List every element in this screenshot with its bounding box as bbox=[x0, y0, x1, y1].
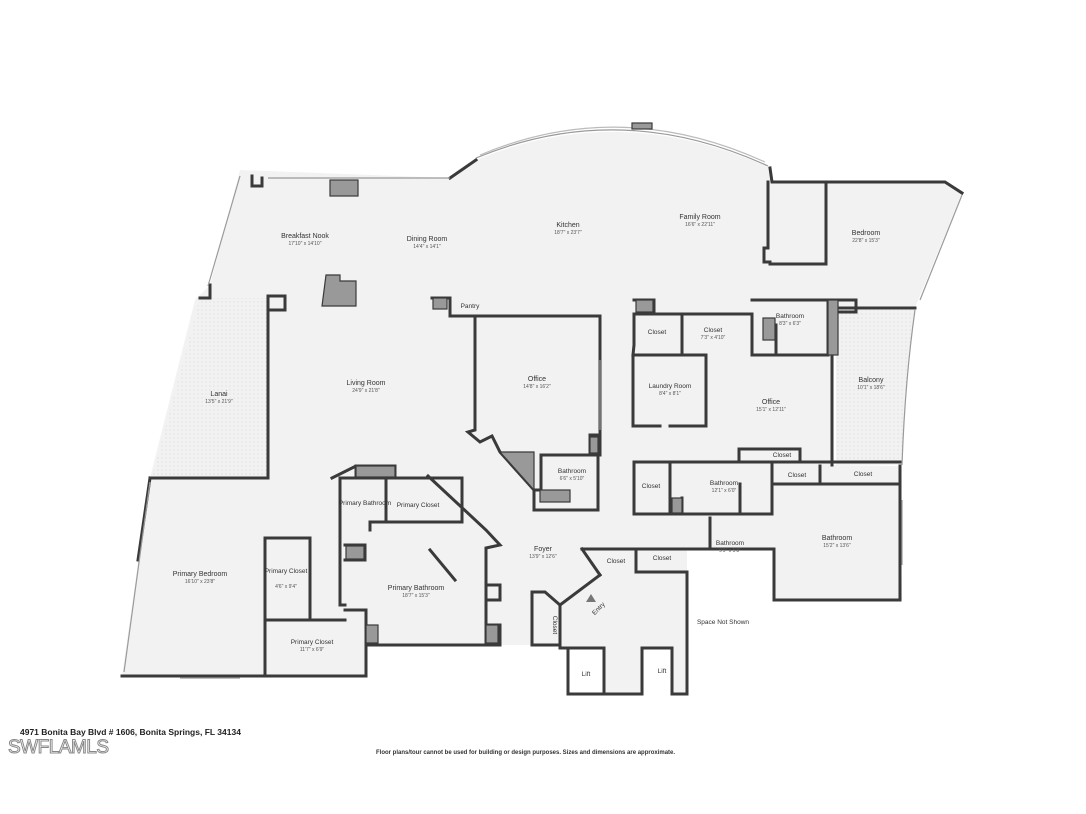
room-name: Space Not Shown bbox=[697, 619, 749, 626]
floor-fill bbox=[122, 131, 962, 694]
room-name: Closet bbox=[653, 555, 672, 562]
walls bbox=[120, 157, 965, 696]
room-dim: 13'5" x 21'9" bbox=[205, 399, 233, 405]
room-dim: 16'10" x 23'8" bbox=[185, 579, 215, 585]
room-dim: 18'7" x 23'7" bbox=[554, 230, 582, 236]
room-name: Primary Bathroom bbox=[339, 500, 391, 507]
room-name: Bedroom bbox=[852, 230, 881, 237]
room-labels: Breakfast Nook 17'10" x 14'10" Dining Ro… bbox=[173, 214, 885, 678]
room-name: Primary Closet bbox=[265, 568, 308, 575]
room-dim: 4'6" x 9'4" bbox=[275, 584, 297, 590]
disclaimer: Floor plans/tour cannot be used for buil… bbox=[376, 750, 676, 756]
room-name: Lift bbox=[582, 671, 591, 678]
room-name: Closet bbox=[551, 616, 558, 635]
room-name: Family Room bbox=[679, 214, 720, 221]
entry-arrow-icon bbox=[586, 594, 596, 602]
room-dim: 11'7" x 6'9" bbox=[300, 647, 324, 653]
room-name: Pantry bbox=[461, 303, 481, 310]
room-dim: 18'7" x 15'3" bbox=[402, 593, 430, 599]
room-dim: 8'3" x 6'3" bbox=[779, 321, 801, 327]
room-name: Laundry Room bbox=[649, 383, 692, 390]
room-dim: 16'6" x 22'11" bbox=[685, 222, 715, 228]
room-dim: 22'8" x 15'3" bbox=[852, 238, 880, 244]
room-name: Primary Bedroom bbox=[173, 571, 228, 578]
room-name: Closet bbox=[704, 327, 723, 334]
room-dim: 6'6" x 5'10" bbox=[560, 476, 585, 482]
room-name: Dining Room bbox=[407, 236, 448, 243]
room-name: Breakfast Nook bbox=[281, 233, 329, 240]
room-name: Kitchen bbox=[556, 222, 579, 229]
room-dim: 12'1" x 6'0" bbox=[712, 488, 737, 494]
room-name: Bathroom bbox=[822, 535, 853, 542]
room-dim: 8'4" x 8'1" bbox=[659, 391, 681, 397]
room-name: Closet bbox=[642, 483, 661, 490]
room-name: Primary Bathroom bbox=[388, 585, 445, 592]
room-name: Closet bbox=[854, 471, 873, 478]
room-name: Living Room bbox=[347, 380, 386, 387]
room-name: Foyer bbox=[534, 546, 553, 553]
room-name: Bathroom bbox=[710, 480, 738, 487]
room-dim: 13'9" x 12'6" bbox=[529, 554, 557, 560]
room-dim: 24'9" x 21'8" bbox=[352, 388, 380, 394]
room-name: Primary Closet bbox=[291, 639, 334, 646]
watermark-logo: SWFLAMLS bbox=[8, 737, 110, 759]
room-name: Office bbox=[528, 376, 546, 383]
room-name: Primary Closet bbox=[397, 502, 440, 509]
lanai-floor bbox=[152, 298, 268, 478]
room-dim: 10'1" x 18'6" bbox=[857, 385, 885, 391]
room-dim: 15'2" x 13'6" bbox=[823, 543, 851, 549]
room-name: Closet bbox=[788, 472, 807, 479]
windows bbox=[123, 126, 963, 679]
room-name: Closet bbox=[607, 558, 626, 565]
room-dim: 9'9" x 5'8" bbox=[719, 548, 741, 554]
property-address: 4971 Bonita Bay Blvd # 1606, Bonita Spri… bbox=[20, 727, 241, 737]
room-dim: 14'4" x 14'1" bbox=[413, 244, 441, 250]
room-name: Balcony bbox=[859, 377, 884, 384]
room-name: Closet bbox=[648, 329, 667, 336]
room-dim: 14'8" x 16'2" bbox=[523, 384, 551, 390]
room-dim: 17'10" x 14'10" bbox=[289, 241, 322, 247]
room-name: Lanai bbox=[210, 391, 228, 398]
room-dim: 15'1" x 12'11" bbox=[756, 407, 786, 413]
structural-blocks bbox=[321, 122, 839, 644]
room-name: Closet bbox=[773, 452, 792, 459]
room-name: Office bbox=[762, 399, 780, 406]
room-name: Bathroom bbox=[558, 468, 586, 475]
room-name: Bathroom bbox=[776, 313, 804, 320]
room-name: Lift bbox=[658, 668, 667, 675]
room-dim: 7'3" x 4'10" bbox=[701, 335, 726, 341]
balcony-floor bbox=[836, 310, 915, 465]
room-name: Bathroom bbox=[716, 540, 744, 547]
